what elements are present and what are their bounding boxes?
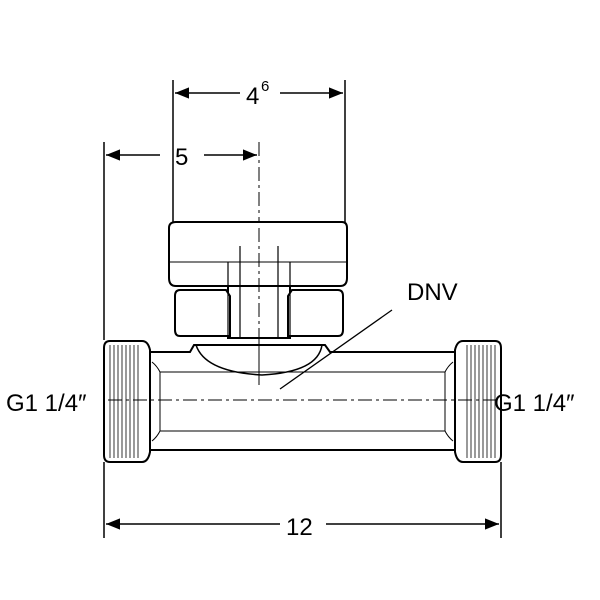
right-nut	[454, 340, 502, 463]
right-thread-lines	[466, 345, 496, 458]
thread-label-left: G1 1/4″	[6, 390, 87, 417]
valve-collar	[174, 289, 344, 337]
dimension-top-superscript: 6	[261, 78, 269, 95]
dimension-lines	[103, 80, 502, 538]
valve-stem-visible	[227, 246, 291, 338]
dnv-leader-line	[279, 309, 393, 390]
thread-label-right: G1 1/4″	[494, 390, 575, 417]
pipe-inner-lines	[151, 361, 454, 442]
dimension-middle-value: 5	[175, 144, 188, 171]
dnv-label: DNV	[407, 279, 458, 306]
dimension-bottom-value: 12	[286, 514, 313, 541]
valve-cap	[168, 221, 348, 287]
pipe-tube	[150, 344, 455, 451]
valve-handle	[168, 221, 348, 339]
pipe-body	[103, 340, 502, 463]
valve-boss	[195, 344, 323, 376]
left-nut	[103, 340, 151, 463]
dimension-top-value: 4	[246, 83, 259, 110]
left-thread-lines	[109, 345, 139, 458]
